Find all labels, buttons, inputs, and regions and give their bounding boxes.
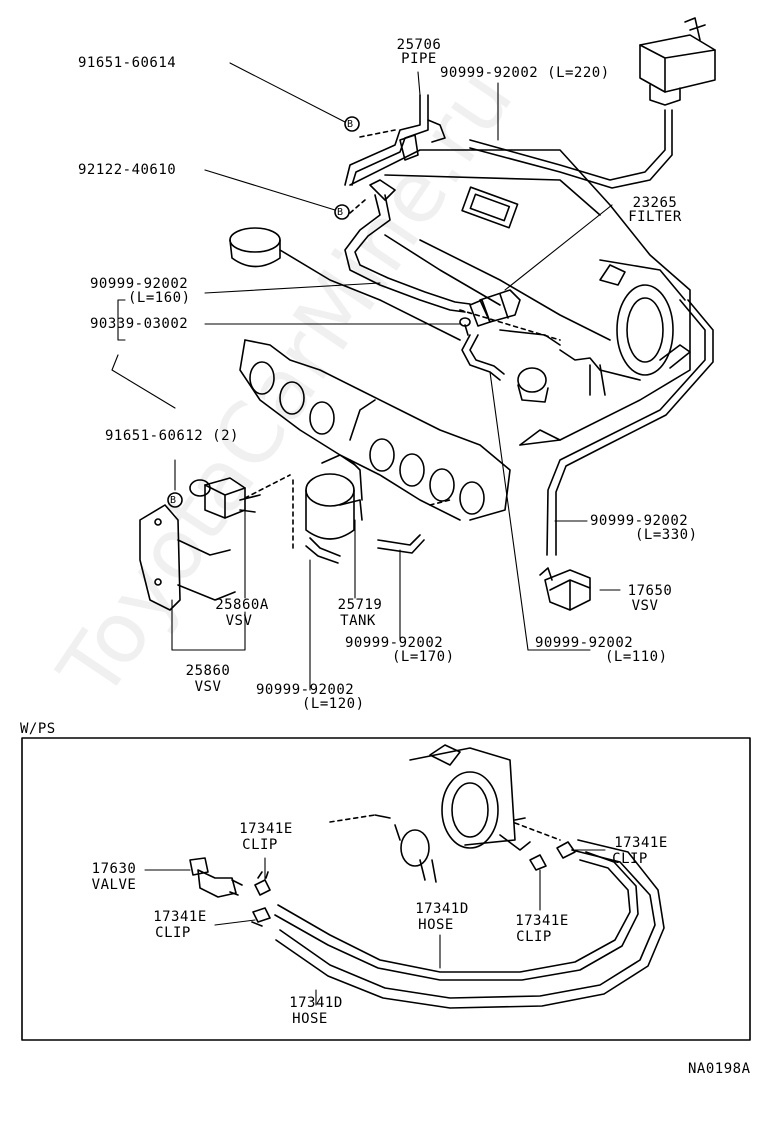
label-l110: (L=110) [605, 649, 668, 665]
label-tank: TANK [340, 613, 376, 629]
label-25860a: 25860A [215, 597, 269, 613]
label-hose1: HOSE [418, 917, 454, 933]
wps-throttle-body [374, 744, 531, 883]
label-91651-60612: 91651-60612 (2) [105, 428, 239, 444]
small-valve [517, 367, 549, 403]
vsv-25860a [189, 477, 261, 519]
tank-25719 [305, 459, 363, 540]
clip-2 [251, 907, 271, 927]
label-17341e-clip3: 17341E [515, 913, 569, 929]
hose-l160 [344, 179, 471, 313]
label-l120: (L=120) [302, 696, 365, 712]
figure-code: NA0198A [688, 1061, 751, 1077]
label-17630: 17630 [91, 861, 137, 877]
ref-b-3: B [170, 495, 177, 506]
hose-l330 [546, 299, 714, 556]
gasket-90339-ring [459, 317, 471, 327]
ref-b-1: B [347, 119, 354, 130]
valve-17630 [189, 857, 243, 898]
label-l330: (L=330) [635, 527, 698, 543]
label-17341e-clip2: 17341E [153, 909, 207, 925]
label-91651-60614: 91651-60614 [78, 55, 177, 71]
label-25706: 25706 [396, 37, 442, 53]
label-vsv-25860: VSV [194, 679, 222, 695]
hose-l170 [377, 534, 425, 554]
label-17650: 17650 [627, 583, 673, 599]
intake-manifold [239, 339, 511, 521]
wps-dashed-lines [329, 814, 561, 841]
label-17341d-hose1: 17341D [415, 901, 469, 917]
oil-filler-cap [229, 227, 461, 341]
label-90999-l170: 90999-92002 [345, 635, 444, 651]
label-92122-40610: 92122-40610 [78, 162, 177, 178]
pipe-25706 [344, 94, 446, 186]
label-pipe: PIPE [401, 51, 437, 67]
label-clip3: CLIP [516, 929, 552, 945]
hose-17341d-lower [275, 839, 665, 1009]
clip-1 [254, 871, 271, 896]
clip-3 [529, 854, 547, 871]
label-23265: 23265 [632, 195, 678, 211]
label-l170: (L=170) [392, 649, 455, 665]
leader-lines-lower [144, 849, 606, 1006]
label-valve: VALVE [91, 877, 137, 893]
label-vsv-25860a: VSV [225, 613, 253, 629]
label-90999-l220: 90999-92002 (L=220) [440, 65, 610, 81]
filter-23265 [469, 289, 521, 327]
label-l160: (L=160) [128, 290, 191, 306]
engine-dashed-lines [244, 129, 561, 551]
label-hose2: HOSE [292, 1011, 328, 1027]
hose-17341d-upper [274, 851, 639, 981]
label-90999-l110: 90999-92002 [535, 635, 634, 651]
label-90999-l330: 90999-92002 [590, 513, 689, 529]
label-90999-l120: 90999-92002 [256, 682, 355, 698]
label-25719: 25719 [337, 597, 383, 613]
label-clip4: CLIP [612, 851, 648, 867]
hose-l110 [461, 334, 505, 381]
leader-lines-upper [111, 62, 621, 691]
label-clip1: CLIP [242, 837, 278, 853]
label-90339-03002: 90339-03002 [90, 316, 189, 332]
engine-head [349, 149, 691, 446]
label-clip2: CLIP [155, 925, 191, 941]
clip-4 [556, 841, 576, 859]
label-filter: FILTER [628, 209, 682, 225]
ref-circles [167, 116, 360, 508]
wps-frame [21, 737, 751, 1041]
hose-l120 [305, 454, 356, 564]
throttle-body [559, 259, 691, 396]
hose-l220 [469, 109, 673, 189]
label-vsv-17650: VSV [631, 598, 659, 614]
label-17341e-clip1: 17341E [239, 821, 293, 837]
ref-b-2: B [337, 207, 344, 218]
vsv-17650 [539, 567, 591, 611]
label-90999-l160: 90999-92002 [90, 276, 189, 292]
label-17341e-clip4: 17341E [614, 835, 668, 851]
label-25860: 25860 [185, 663, 231, 679]
section-label-wps: W/PS [20, 721, 56, 737]
bracket-25860 [139, 504, 236, 611]
label-17341d-hose2: 17341D [289, 995, 343, 1011]
canister-top [639, 17, 716, 106]
